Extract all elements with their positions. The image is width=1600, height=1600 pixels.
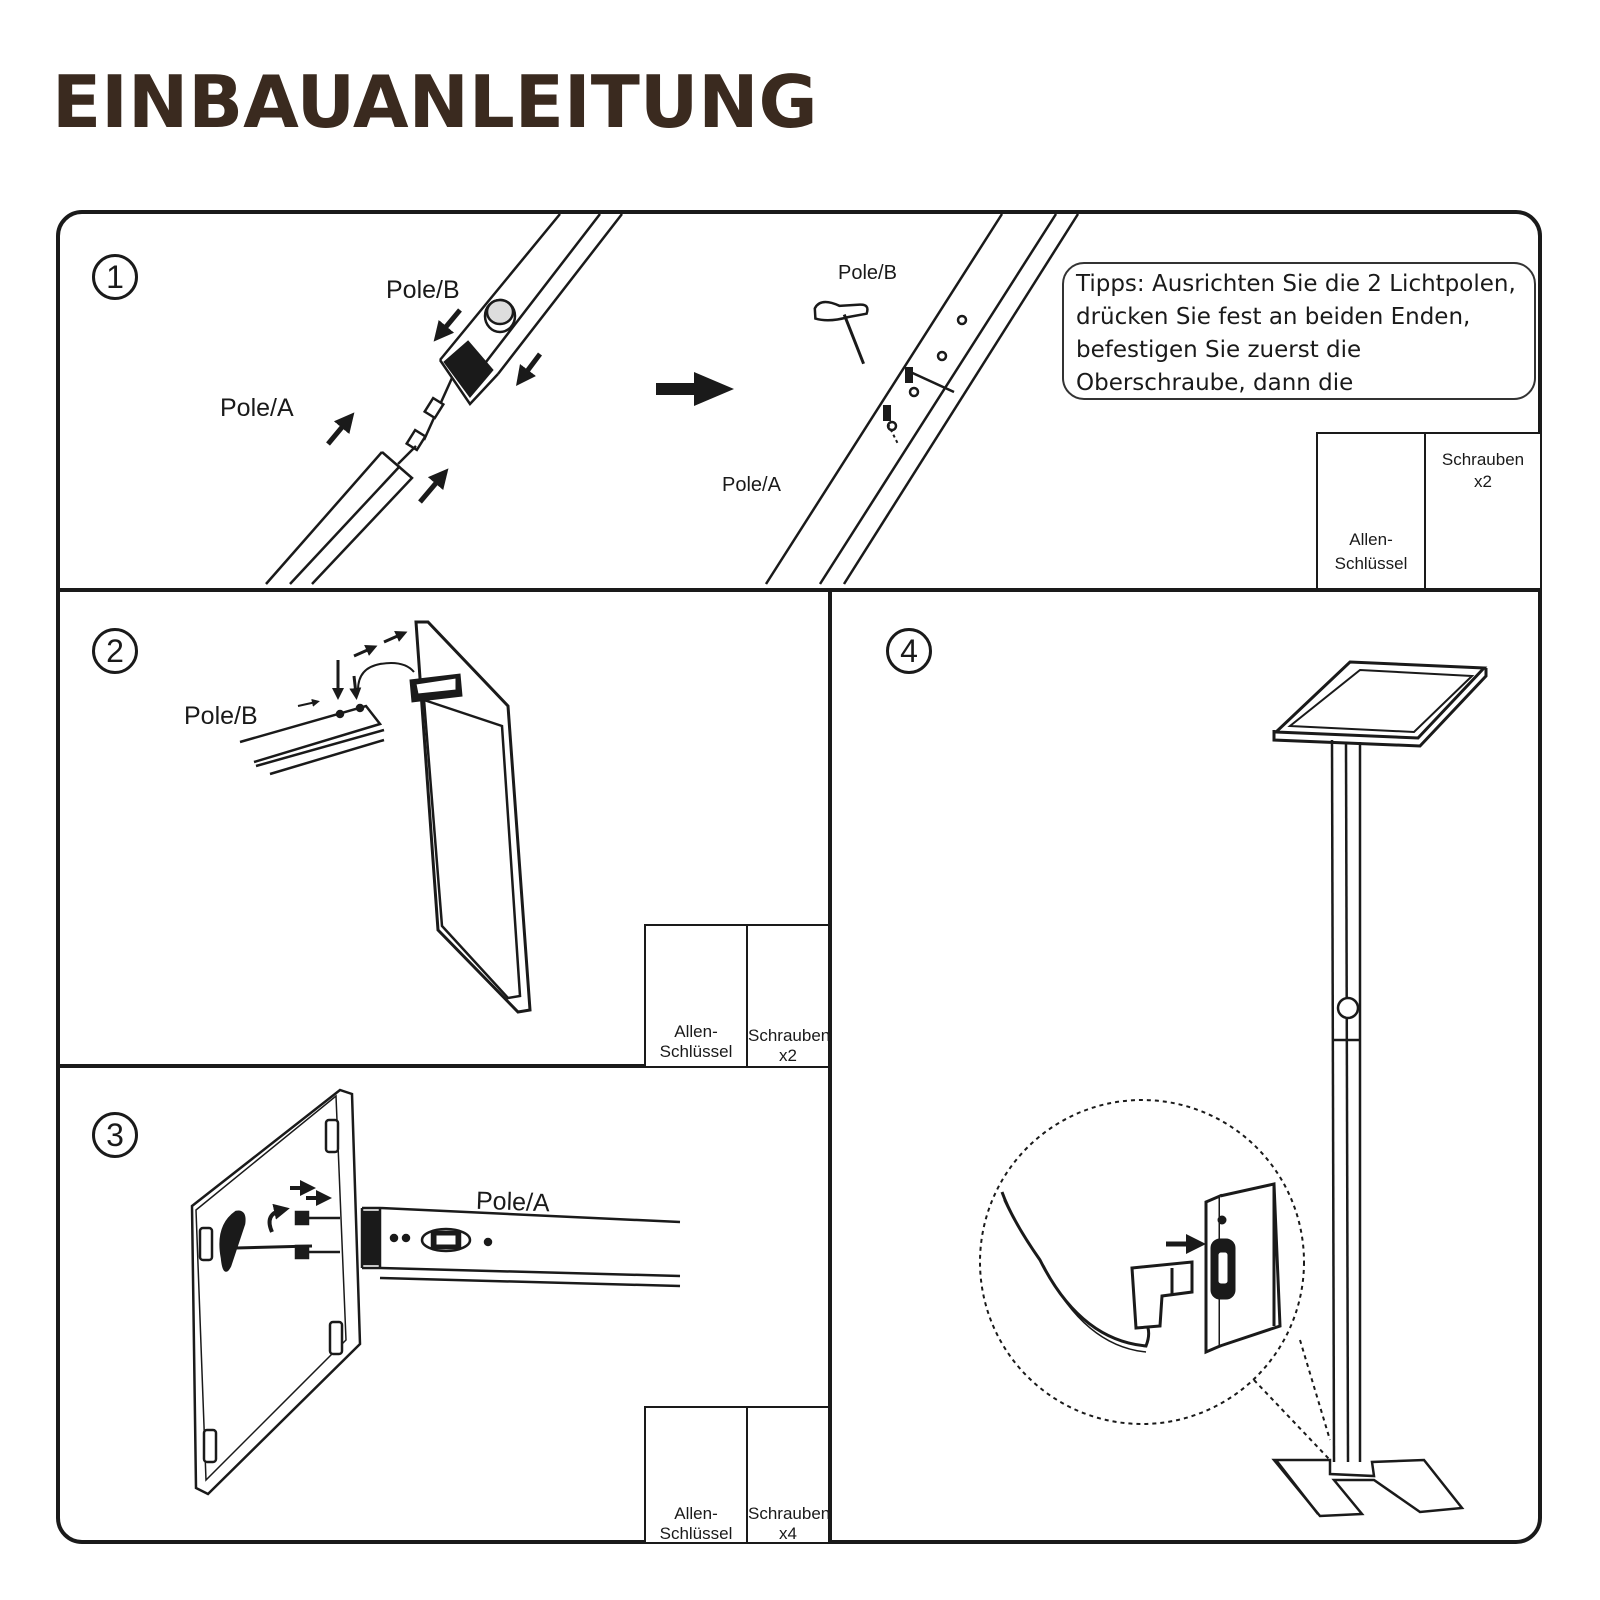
step4-plug <box>1130 1260 1194 1330</box>
step3-screws-arrows <box>267 1180 340 1260</box>
step2-arrows <box>297 630 408 707</box>
step1-joined-pole <box>764 213 1080 585</box>
step2-parts-box: Allen- Schlüssel Schrauben x2 <box>644 924 830 1068</box>
step4-base <box>1271 1458 1465 1518</box>
step1-label-pole-a-right: Pole/A <box>722 474 781 496</box>
step1-parts-box: Allen- Schlüssel Schrauben x2 <box>1316 432 1542 590</box>
step3-tool-label-2: Schlüssel <box>659 1524 733 1543</box>
step1-label-pole-b: Pole/B <box>386 276 460 304</box>
step-number-4: 4 <box>886 628 932 674</box>
step2-parts-screws-cell: Schrauben x2 <box>746 926 831 1066</box>
step1-pole-a-left <box>265 451 414 585</box>
step-number-3: 3 <box>92 1112 138 1158</box>
step3-parts-box: Allen- Schlüssel Schrauben x4 <box>644 1406 830 1544</box>
step-number-1: 1 <box>92 254 138 300</box>
step2-cable <box>357 662 415 691</box>
divider-step2-bottom <box>58 1064 830 1068</box>
step3-label-pole-a: Pole/A <box>475 1186 551 1218</box>
step1-tool-label-2: Schlüssel <box>1334 554 1408 573</box>
step4-detail-callout <box>979 1099 1331 1461</box>
step2-lamp-head <box>409 620 532 1014</box>
step2-pole-b <box>239 703 385 776</box>
step2-tool-label-1: Allen- <box>674 1022 718 1041</box>
step3-parts-tool-cell: Allen- Schlüssel <box>646 1408 746 1543</box>
step4-lamp-head <box>1272 660 1488 748</box>
step4-pole <box>1330 739 1362 1463</box>
step1-label-pole-a: Pole/A <box>220 394 294 422</box>
step-number-2: 2 <box>92 628 138 674</box>
step4-power-cord <box>1000 1191 1151 1348</box>
step3-screws-count: x4 <box>779 1524 797 1543</box>
step2-screws-count: x2 <box>779 1046 797 1065</box>
step3-pole-a <box>360 1206 681 1288</box>
step1-pole-b-left <box>438 213 623 406</box>
tip-line-2: drücken Sie fest an beiden Enden, <box>1076 304 1471 330</box>
step1-connector-cable <box>397 377 454 465</box>
step2-tool-label-2: Schlüssel <box>659 1042 733 1061</box>
step1-parts-screws-cell: Schrauben x2 <box>1424 434 1540 588</box>
tip-line-3: befestigen Sie zuerst die <box>1076 337 1362 363</box>
divider-step1-bottom <box>58 588 1540 592</box>
step1-screws-count: x2 <box>1474 472 1492 491</box>
page-title: EINBAUANLEITUNG <box>52 60 818 144</box>
step4-socket-detail <box>1204 1182 1282 1355</box>
step3-screws-label: Schrauben <box>748 1504 831 1523</box>
tip-line-1: Tipps: Ausrichten Sie die 2 Lichtpolen, <box>1076 271 1516 297</box>
step3-base-plate <box>190 1088 362 1496</box>
step1-parts-tool-cell: Allen- Schlüssel <box>1318 434 1424 588</box>
step1-label-pole-b-right: Pole/B <box>838 262 897 284</box>
step2-screws-label: Schrauben <box>748 1026 831 1045</box>
step4-power-cord-inner <box>1003 1199 1147 1353</box>
step1-allen-key-icon <box>806 296 874 366</box>
divider-vertical <box>828 590 832 1542</box>
step1-arrows-left <box>326 308 542 504</box>
step2-label-pole-b: Pole/B <box>184 702 258 730</box>
step1-tool-label-1: Allen- <box>1349 530 1393 549</box>
step1-big-arrow <box>656 372 734 406</box>
step2-parts-tool-cell: Allen- Schlüssel <box>646 926 746 1066</box>
step1-tip-box: Tipps: Ausrichten Sie die 2 Lichtpolen, … <box>1062 262 1536 400</box>
tip-line-4: Oberschraube, dann die <box>1076 370 1354 396</box>
step3-parts-screws-cell: Schrauben x4 <box>746 1408 831 1543</box>
step3-power-socket-icon <box>420 1227 472 1253</box>
step1-small-screws <box>883 367 913 445</box>
step1-screws-label: Schrauben <box>1441 450 1525 469</box>
step3-tool-label-1: Allen- <box>674 1504 718 1523</box>
